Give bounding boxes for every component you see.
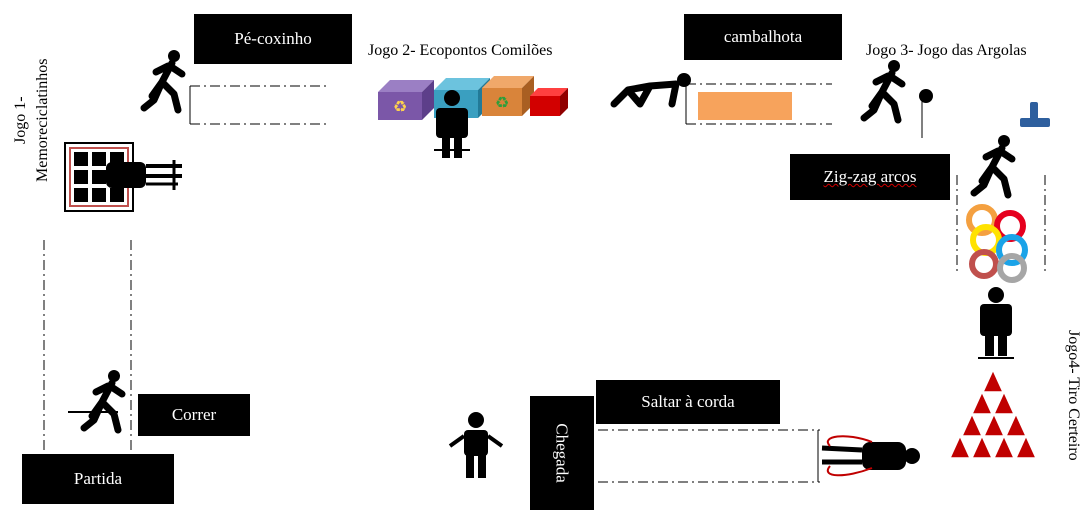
runner-pe-coxinho-icon [144,50,182,110]
svg-text:♻: ♻ [495,93,509,112]
rope-person-icon [821,435,920,477]
runner-argolas-icon [864,60,933,120]
ecoponto-red-icon [530,88,568,116]
label-correr: Correr [138,394,250,436]
crouching-person-icon [610,73,691,108]
caption-jogo1-line2: Memoreciclatinhos [34,58,51,182]
cones-pyramid-icon [948,368,1038,459]
runner-correr-icon [68,370,122,430]
label-zig-zag-arcos: Zig-zag arcos [790,154,950,200]
caption-jogo3: Jogo 3- Jogo das Argolas [866,42,1027,59]
label-pe-coxinho: Pé-coxinho [194,14,352,64]
argola-peg-icon [1020,102,1050,127]
label-saltar-a-corda: Saltar à corda [596,380,780,424]
rings-icon [966,204,1028,283]
label-partida: Partida [22,454,174,504]
label-cambalhota: cambalhota [684,14,842,60]
label-zig-zag-arcos-text: Zig-zag arcos [823,167,917,186]
caption-jogo2: Jogo 2- Ecopontos Comilões [368,42,553,59]
svg-text:♻: ♻ [393,97,407,116]
label-chegada: Chegada [530,396,594,510]
label-chegada-text: Chegada [552,423,572,483]
person-arms-open-icon [448,412,504,478]
lying-person-icon [106,160,182,190]
caption-jogo1: Jogo 1- Memoreciclatinhos [10,58,54,182]
ecoponto-purple-icon: ♻ [378,80,434,120]
caption-jogo1-line1: Jogo 1- [12,96,29,145]
cambalhota-mat [698,92,792,120]
ecoponto-orange-icon: ♻ [482,76,534,116]
runner-zigzag-icon [974,135,1012,195]
standing-person-ecopontos-icon [434,90,470,158]
standing-person-right-icon [978,287,1014,359]
caption-jogo4: Jogo4- Tiro Certeiro [1065,330,1082,461]
